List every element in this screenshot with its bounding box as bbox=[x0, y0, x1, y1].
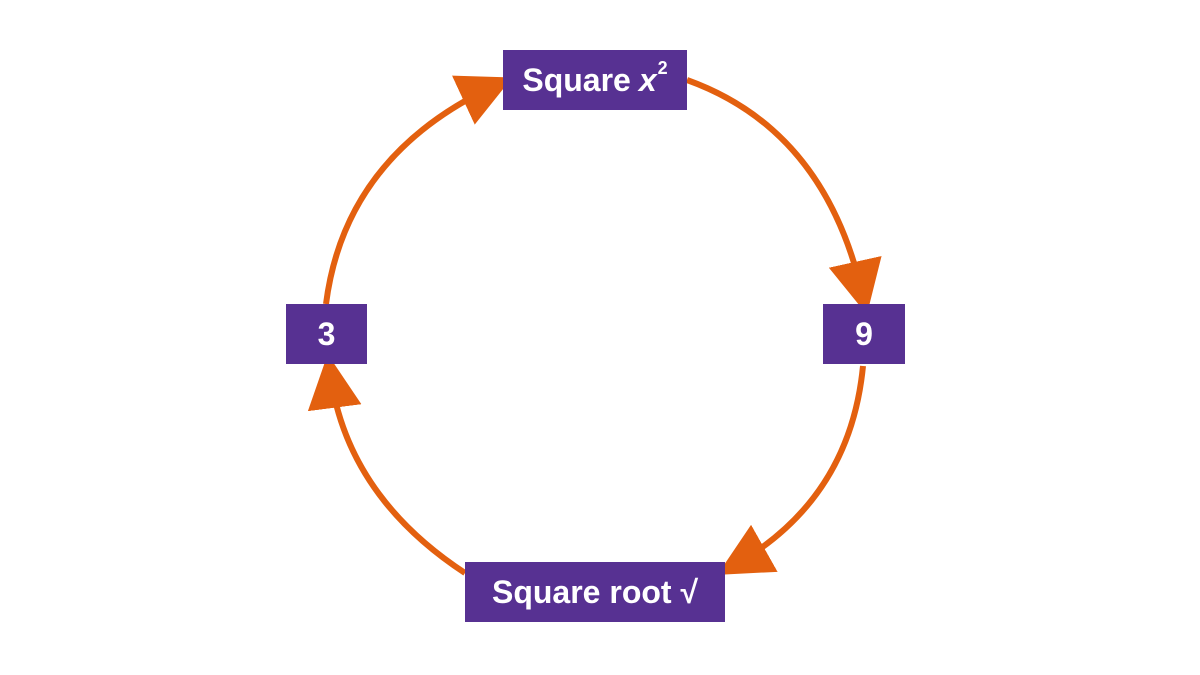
arrow-nine-to-root bbox=[717, 365, 866, 575]
square-variable: x bbox=[638, 61, 657, 98]
square-label: Square bbox=[522, 61, 631, 98]
square-root-box: Square root √ bbox=[465, 562, 725, 622]
square-root-label: Square root √ bbox=[491, 573, 699, 610]
arrow-root-to-three bbox=[307, 354, 467, 576]
three-box: 3 bbox=[286, 304, 367, 364]
square-exponent: 2 bbox=[657, 57, 668, 78]
three-label: 3 bbox=[317, 315, 336, 352]
nine-box: 9 bbox=[823, 304, 905, 364]
arrow-square-to-nine bbox=[685, 77, 882, 315]
square-box: Square x 2 bbox=[503, 50, 687, 110]
nine-label: 9 bbox=[855, 315, 873, 352]
arrow-three-to-square bbox=[323, 75, 513, 305]
